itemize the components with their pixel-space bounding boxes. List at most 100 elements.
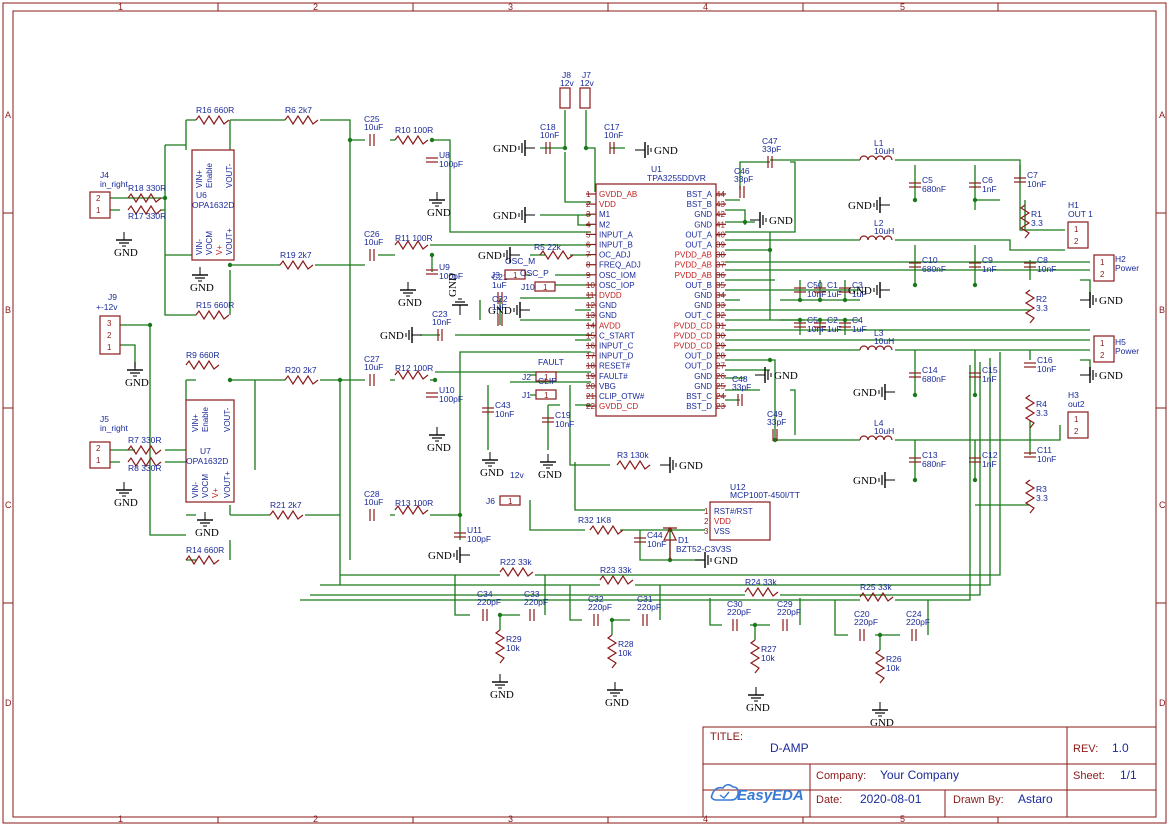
resistor-r4-29[interactable]: R43.3: [1024, 394, 1048, 429]
resistor-r10-6[interactable]: R10 100R: [394, 125, 433, 146]
resistor-r16-0[interactable]: R16 660R: [195, 105, 234, 126]
resistor-r9-9[interactable]: R9 660R: [185, 350, 220, 371]
resistor-r3-30[interactable]: R33.3: [1024, 479, 1048, 514]
resistor-r19-5[interactable]: R19 2k7: [279, 250, 314, 271]
resistor-r23-20[interactable]: R23 33k: [599, 565, 634, 586]
resistor-r25-22[interactable]: R25 33k: [859, 582, 894, 603]
resistor-r15-4[interactable]: R15 660R: [195, 300, 234, 321]
resistor-r11-7[interactable]: R11 100R: [394, 233, 433, 251]
resistor-r2-28[interactable]: R23.3: [1024, 289, 1048, 324]
resistor-r17-3[interactable]: R17 330R: [127, 204, 166, 221]
resistor-r24-21[interactable]: R24 33k: [744, 577, 779, 598]
u12-mcp100[interactable]: U12 MCP100T-450I/TT 1 RST#/RST 2 VDD 3 V…: [704, 482, 800, 541]
resistor-r20-10[interactable]: R20 2k7: [284, 365, 319, 386]
resistor-r6-1[interactable]: R6 2k7: [284, 105, 319, 126]
resistor-r18-2[interactable]: R18 330R: [127, 183, 166, 204]
resistor-r8-12[interactable]: R8 330R: [127, 456, 162, 473]
resistor-r14-14[interactable]: R14 660R: [185, 545, 224, 566]
d1-zener[interactable]: D1 BZT52-C3V3S: [663, 526, 732, 560]
resistor-r3-17[interactable]: R3 130k: [616, 450, 651, 471]
resistor-r22-19[interactable]: R22 33k: [499, 557, 534, 578]
u7-opa1632[interactable]: U7 OPA1632D VIN+ Enable VOUT- VIN- VOCM …: [185, 399, 235, 503]
resistor-r32-18[interactable]: R32 1K8: [578, 515, 624, 536]
resistor-r12-13[interactable]: R12 100R: [394, 363, 433, 381]
u6-opa1632[interactable]: U6 OPA1632D VIN+ Enable VOUT- VIN- VOCM …: [191, 149, 235, 261]
resistor-r1-27[interactable]: R13.3: [1019, 204, 1043, 239]
resistor-r13-16[interactable]: R13 100R: [394, 498, 433, 516]
resistor-r21-15[interactable]: R21 2k7: [269, 500, 304, 521]
resistor-r7-11[interactable]: R7 330R: [127, 435, 162, 456]
resistor-r5-8[interactable]: R5 22k: [534, 242, 574, 261]
